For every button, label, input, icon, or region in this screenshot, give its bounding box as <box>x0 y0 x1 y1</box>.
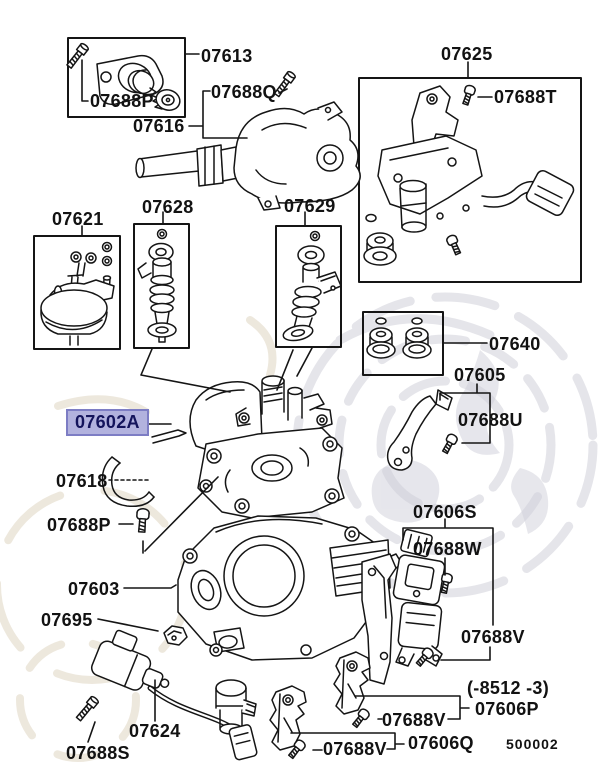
part-label-07688P-2[interactable]: 07688P <box>47 515 111 535</box>
part-label-07628[interactable]: 07628 <box>142 197 194 217</box>
part-label-07688Q[interactable]: 07688Q <box>211 82 277 102</box>
part-label-07625[interactable]: 07625 <box>441 44 493 64</box>
part-label-07618[interactable]: 07618 <box>56 471 108 491</box>
screw-07688V-1 <box>413 645 436 669</box>
part-drawing-07628 <box>138 230 176 343</box>
part-label-07624[interactable]: 07624 <box>129 721 181 741</box>
catalog-code: 500002 <box>506 736 559 752</box>
part-label-07688P-1[interactable]: 07688P <box>90 91 154 111</box>
part-label-07606Q[interactable]: 07606Q <box>408 733 474 753</box>
part-drawing-mixing-body-07602A <box>152 376 344 518</box>
part-drawing-sensor-07624 <box>89 626 257 761</box>
part-label-07613[interactable]: 07613 <box>201 46 253 66</box>
part-label-07640[interactable]: 07640 <box>489 334 541 354</box>
screw-07688U <box>439 432 460 456</box>
bolt-07688P-1 <box>64 41 90 71</box>
part-label-07688T[interactable]: 07688T <box>494 87 557 107</box>
part-label-07688V-1[interactable]: 07688V <box>461 627 525 647</box>
group-boxes <box>34 38 581 375</box>
part-label-07629[interactable]: 07629 <box>284 196 336 216</box>
screw-07688P-2 <box>134 507 151 534</box>
part-drawing-clamp-lower <box>270 686 306 750</box>
part-drawing-hose-07618 <box>102 457 154 506</box>
part-drawing-clamp-upper <box>334 652 370 714</box>
box-07640 <box>363 312 443 375</box>
box-07621 <box>34 236 120 349</box>
part-label-07616[interactable]: 07616 <box>133 116 185 136</box>
part-drawing-07606S-assembly <box>362 529 445 684</box>
box-07613 <box>68 38 185 117</box>
bolt-07688S <box>74 694 101 723</box>
part-label-07606S[interactable]: 07606S <box>413 502 477 522</box>
part-drawing-07629 <box>282 232 341 343</box>
part-label-07603[interactable]: 07603 <box>68 579 120 599</box>
part-label-07688W[interactable]: 07688W <box>413 539 482 559</box>
part-drawing-07613 <box>97 56 183 114</box>
part-label-07688V-3[interactable]: 07688V <box>323 739 387 759</box>
part-label-07621[interactable]: 07621 <box>52 209 104 229</box>
part-label-07695[interactable]: 07695 <box>41 610 93 630</box>
leader-lines <box>82 54 493 750</box>
part-label-07606P[interactable]: 07606P <box>475 699 539 719</box>
part-drawing-clip-07695 <box>164 626 187 645</box>
part-drawing-bracket-07605 <box>388 390 452 470</box>
part-label-07688V-2[interactable]: 07688V <box>382 710 446 730</box>
applicability-note: (-8512 -3) <box>467 678 550 698</box>
part-drawing-07640 <box>367 318 431 358</box>
part-drawing-throttle-body-07603 <box>178 516 402 660</box>
part-drawing-07625 <box>364 86 576 265</box>
part-label-07688S[interactable]: 07688S <box>66 743 130 763</box>
part-label-07605[interactable]: 07605 <box>454 365 506 385</box>
screw-07688T <box>459 83 477 107</box>
part-label-07688U[interactable]: 07688U <box>458 410 523 430</box>
box-07628 <box>134 224 189 348</box>
part-drawing-07621 <box>41 243 114 346</box>
part-label-07602A-selected[interactable]: 07602A <box>66 409 149 436</box>
part-drawing-07616 <box>136 102 360 210</box>
